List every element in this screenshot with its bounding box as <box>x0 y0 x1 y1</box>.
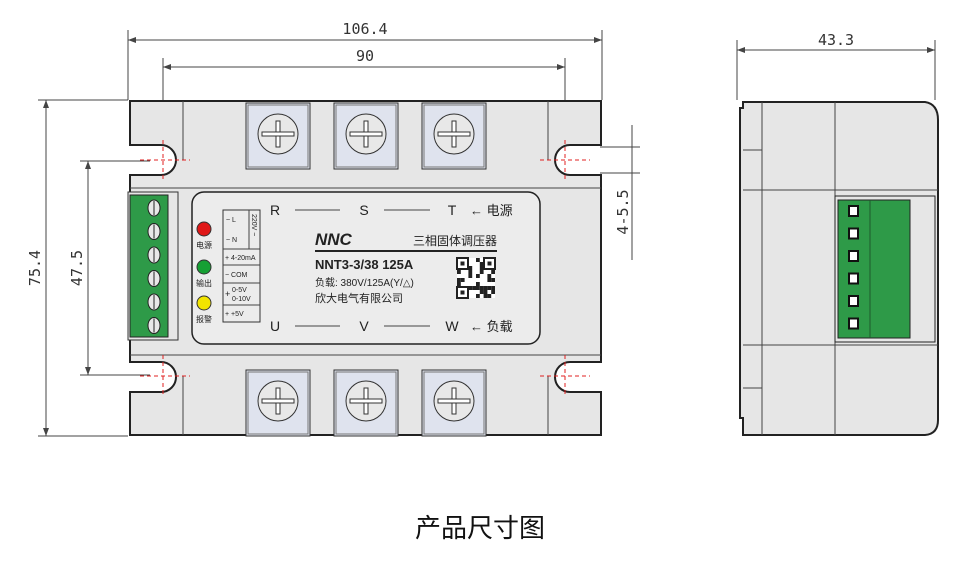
label-panel <box>191 191 541 345</box>
terminal-legend: ~ L ~ N 220V ~ + 4-20mA − COM + 0-5V 0-1… <box>222 209 261 323</box>
dim-overall-height: 75.4 <box>26 99 128 437</box>
side-terminal-block <box>837 199 911 339</box>
mounting-hole-centerlines <box>140 140 590 395</box>
terminal-slot <box>848 205 859 217</box>
dim-depth: 43.3 <box>736 31 936 100</box>
led-label: 电源 <box>196 240 212 250</box>
terminal-0-5v: 0-5V <box>232 287 247 294</box>
front-view: 电源 输出 报警 ~ L ~ N 220V ~ + 4-20mA − COM +… <box>127 100 602 437</box>
brand-logo: NNC <box>315 230 353 249</box>
power-input-label: ← 电源 <box>470 203 513 218</box>
power-led <box>196 221 212 237</box>
dim-label: 90 <box>356 47 374 65</box>
screw-terminal <box>421 369 487 437</box>
dim-label: 43.3 <box>818 31 854 49</box>
product-name: 三相固体调压器 <box>413 234 497 248</box>
phase-u: U <box>270 318 280 334</box>
terminal-slot <box>848 227 859 240</box>
dim-label: 47.5 <box>68 250 86 286</box>
model-number: NNT3-3/38 125A <box>315 257 414 272</box>
terminal-com: − COM <box>225 272 248 279</box>
terminal-n: ~ N <box>226 237 237 244</box>
led-label: 输出 <box>196 278 212 288</box>
alarm-led <box>196 295 212 311</box>
phase-t: T <box>448 202 457 218</box>
dim-label: 75.4 <box>26 250 44 286</box>
phase-v: V <box>359 318 369 334</box>
drawing-caption: 产品尺寸图 <box>414 514 545 544</box>
phase-labels: R S T ← 电源 U V W ← 负载 <box>270 202 513 334</box>
load-spec: 负载: 380V/125A(Y/△) <box>315 276 414 289</box>
terminal-slot <box>848 250 859 262</box>
phase-w: W <box>445 318 459 334</box>
phase-s: S <box>359 202 368 218</box>
terminal-4-20ma: + 4-20mA <box>225 255 256 262</box>
terminal-slot <box>848 295 859 307</box>
company-name: 欣大电气有限公司 <box>315 291 403 305</box>
qr-code <box>456 257 496 299</box>
terminal-voltage: 220V ~ <box>250 214 257 236</box>
terminal-0-10v: 0-10V <box>232 296 251 303</box>
dim-label: 4-5.5 <box>614 189 632 234</box>
dim-overall-width: 106.4 <box>127 20 603 100</box>
terminal-slot <box>848 317 859 330</box>
screw-terminal <box>245 102 311 170</box>
output-led <box>196 259 212 275</box>
screw-terminal <box>245 369 311 437</box>
terminal-5v: + +5V <box>225 311 244 318</box>
load-output-label: ← 负载 <box>470 319 513 334</box>
screw-terminal <box>333 102 399 170</box>
screw-terminal <box>421 102 487 170</box>
screw-terminal <box>333 369 399 437</box>
dim-hole-size: 4-5.5 <box>600 125 640 260</box>
phase-r: R <box>270 202 280 218</box>
dim-label: 106.4 <box>342 20 387 38</box>
side-view <box>739 101 939 436</box>
terminal-l: ~ L <box>226 217 236 224</box>
led-indicators: 电源 输出 报警 <box>196 221 212 324</box>
terminal-slot <box>848 272 859 285</box>
dim-hole-height: 47.5 <box>68 160 150 376</box>
led-label: 报警 <box>196 314 212 324</box>
control-terminal-block <box>127 191 179 341</box>
terminal-plus: + <box>225 289 230 299</box>
